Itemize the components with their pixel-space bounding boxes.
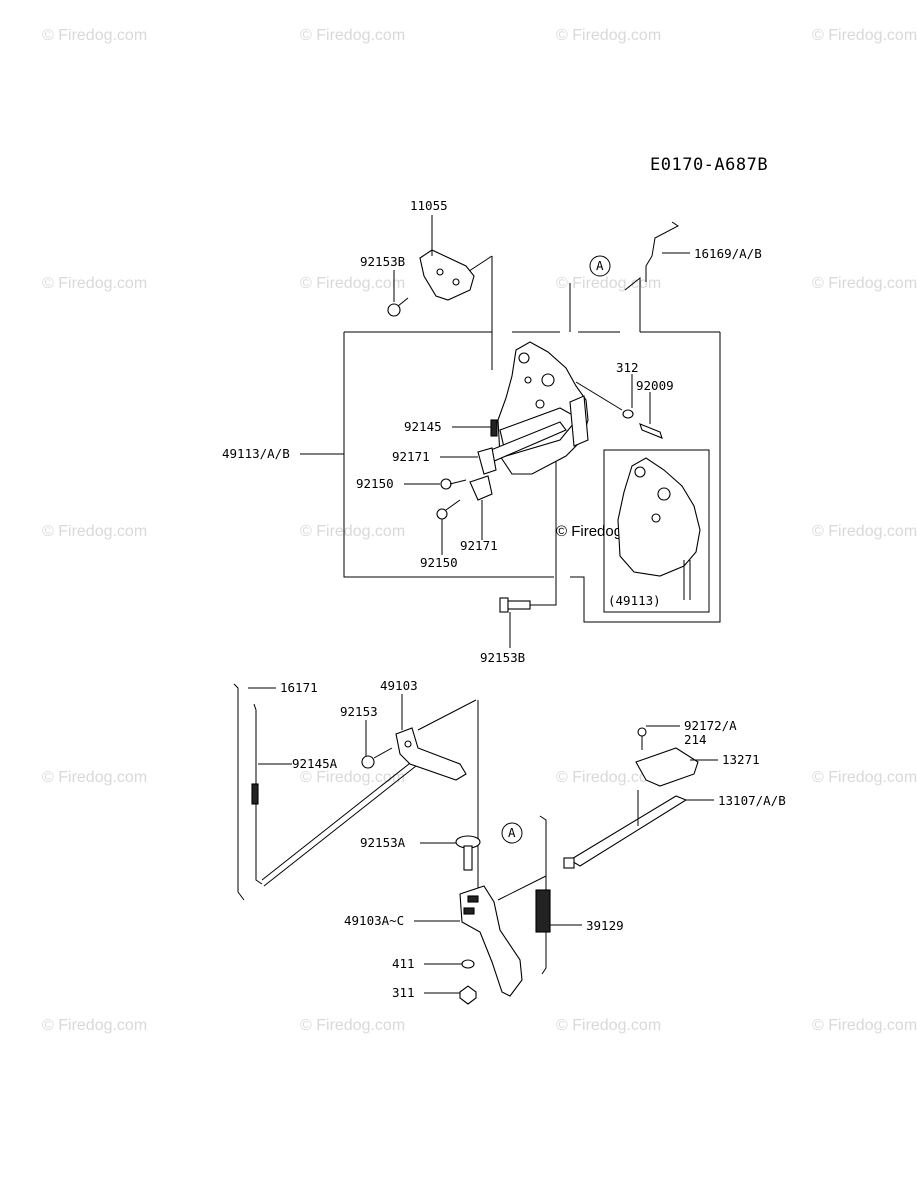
- watermark: © Firedog.com: [812, 769, 917, 786]
- plate-13271: [635, 747, 718, 787]
- label-49103A-C: 49103A~C: [344, 913, 404, 928]
- label-312: 312: [616, 360, 639, 375]
- watermark: © Firedog.com: [556, 1017, 661, 1034]
- bolt-92150-b: [436, 499, 461, 555]
- label-49113-inset: (49113): [608, 593, 661, 608]
- watermark: © Firedog.com: [812, 523, 917, 540]
- spring-39129: [535, 889, 582, 933]
- inset-box: [603, 449, 710, 613]
- shaft-13107: [563, 790, 714, 869]
- watermark: © Firedog.com: [300, 523, 405, 540]
- watermark: © Firedog.com: [556, 275, 661, 292]
- callout-a-label: A: [596, 258, 604, 273]
- bolt-92150-a: [404, 478, 467, 490]
- watermark: © Firedog.com: [300, 1017, 405, 1034]
- label-92153B-top: 92153B: [360, 254, 405, 269]
- washer-312: [622, 374, 634, 419]
- label-49113-ab: 49113/A/B: [222, 446, 290, 461]
- screw-92172A: [637, 725, 680, 750]
- watermark: © Firedog.com: [42, 769, 147, 786]
- bolt-92153B-top: [387, 270, 409, 317]
- label-49103: 49103: [380, 678, 418, 693]
- watermark: © Firedog.com: [556, 769, 661, 786]
- watermark: © Firedog.com: [42, 275, 147, 292]
- label-92009: 92009: [636, 378, 674, 393]
- label-92153B-bottom: 92153B: [480, 650, 525, 665]
- control-plate-main: [485, 341, 623, 475]
- label-214: 214: [684, 732, 707, 747]
- label-16171: 16171: [280, 680, 318, 695]
- watermark: © Firedog.com: [300, 27, 405, 44]
- bolt-92153: [361, 720, 393, 769]
- label-92145: 92145: [404, 419, 442, 434]
- watermark-grid: © Firedog.com © Firedog.com © Firedog.co…: [42, 27, 917, 1034]
- watermark: © Firedog.com: [812, 1017, 917, 1034]
- watermark: © Firedog.com: [556, 27, 661, 44]
- label-92172A: 92172/A: [684, 718, 737, 733]
- plate-92171-a: [440, 447, 497, 475]
- label-92145A: 92145A: [292, 756, 338, 771]
- watermark: © Firedog.com: [300, 769, 405, 786]
- spring-92145A: [251, 763, 292, 805]
- label-92153A: 92153A: [360, 835, 406, 850]
- watermark: © Firedog.com: [42, 1017, 147, 1034]
- callout-a-upper: A: [589, 255, 611, 277]
- label-411: 411: [392, 956, 415, 971]
- nut-311: [424, 985, 477, 1005]
- label-39129: 39129: [586, 918, 624, 933]
- label-11055: 11055: [410, 198, 448, 213]
- label-16169: 16169/A/B: [694, 246, 762, 261]
- label-92171-a: 92171: [392, 449, 430, 464]
- part-labels: 11055 92153B 16169/A/B 312 92009 92145 4…: [222, 198, 786, 1000]
- watermark: © Firedog.com: [42, 523, 147, 540]
- assembly-frame-upper: [300, 255, 721, 623]
- label-92153: 92153: [340, 704, 378, 719]
- lever-49103A-C: [414, 885, 523, 997]
- label-92150-b: 92150: [420, 555, 458, 570]
- watermark: © Firedog.com: [300, 275, 405, 292]
- diagram-code: E0170-A687B: [650, 155, 768, 175]
- label-311: 311: [392, 985, 415, 1000]
- inset-plate-49113: [617, 457, 701, 600]
- watermark: © Firedog.com: [42, 27, 147, 44]
- label-13107: 13107/A/B: [718, 793, 786, 808]
- bracket-11055: [419, 215, 475, 301]
- link-rod: [261, 759, 417, 887]
- bolt-92153A: [420, 835, 481, 871]
- label-13271: 13271: [722, 752, 760, 767]
- label-92171-b: 92171: [460, 538, 498, 553]
- washer-411: [424, 959, 475, 969]
- rod-16169: [645, 221, 690, 282]
- watermark: © Firedog.com: [812, 275, 917, 292]
- plate-92171-b: [469, 475, 493, 540]
- lever-49103: [395, 694, 477, 781]
- bolt-92153B-bottom: [499, 597, 531, 648]
- spring-92145: [452, 419, 498, 437]
- bolt-92009: [639, 392, 663, 439]
- label-92150-a: 92150: [356, 476, 394, 491]
- callout-a-label: A: [508, 825, 516, 840]
- watermark: © Firedog.com: [812, 27, 917, 44]
